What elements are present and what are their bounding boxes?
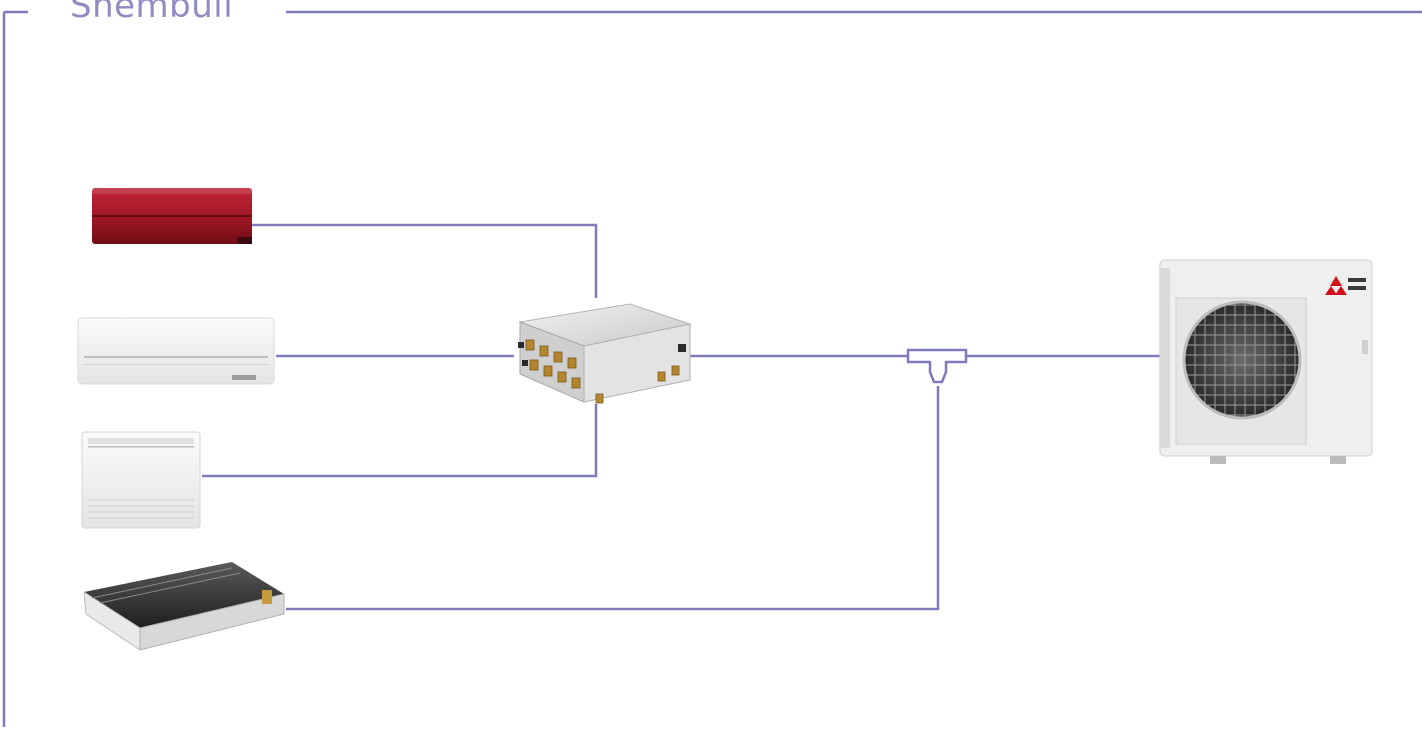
pipe-lines (202, 223, 1160, 611)
indoor-ducted-unit-icon (83, 562, 285, 651)
pipe-console-unit-to-branch-box (202, 404, 598, 478)
pipe-red-unit-to-branch-box (252, 223, 598, 298)
brand-logo (1325, 276, 1366, 295)
indoor-wall-unit-white-icon (77, 317, 275, 385)
branch-box-icon (518, 303, 692, 404)
frame-border (2, 10, 1422, 727)
refnet-joint-icon (906, 348, 968, 384)
indoor-wall-unit-red-icon (92, 188, 252, 244)
frame-title: Shembull (64, 0, 240, 26)
pipe-ducted-unit-to-refnet (286, 386, 940, 611)
outdoor-unit-icon (1159, 259, 1373, 464)
indoor-floor-console-unit-icon (81, 431, 201, 529)
